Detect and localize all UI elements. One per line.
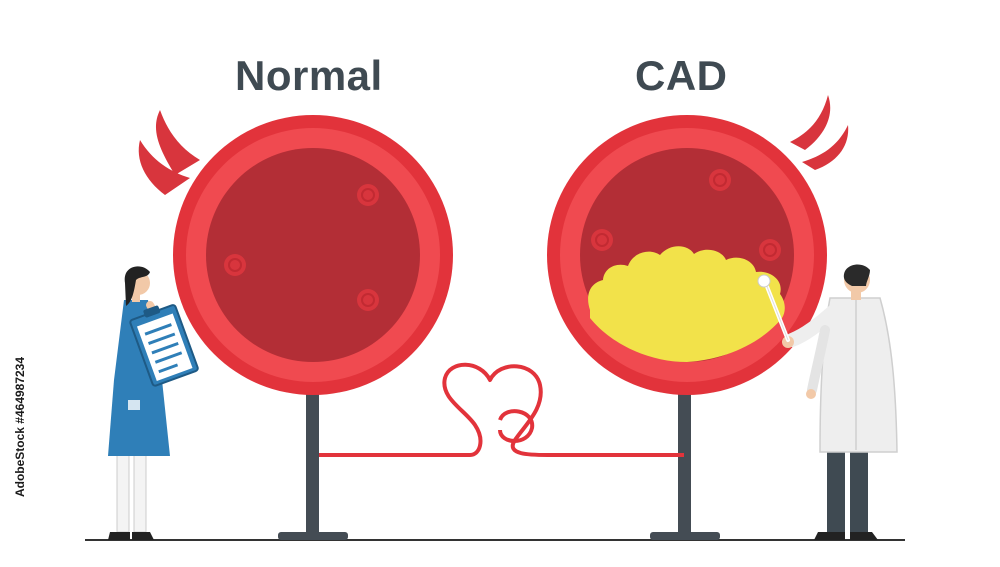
blood-cell: [709, 169, 731, 191]
pole-right: [678, 390, 691, 535]
blood-cell: [224, 254, 246, 276]
nurse-figure: [108, 266, 182, 540]
vessel-branch-left-1: [155, 110, 200, 175]
blood-cell: [357, 184, 379, 206]
stock-id-watermark: AdobeStock #464987234: [13, 356, 27, 498]
clipboard-icon: [129, 304, 199, 387]
pole-base-left: [278, 532, 348, 540]
blood-cell: [591, 229, 613, 251]
title-normal: Normal: [235, 52, 383, 99]
vessel-cad: [547, 115, 827, 395]
pointer-stick-icon: [757, 274, 790, 342]
vessel-branch-left-2: [138, 140, 190, 195]
pole-left: [306, 390, 319, 535]
vessel-normal: [173, 115, 453, 395]
blood-cell: [759, 239, 781, 261]
plaque-deposit: [588, 246, 785, 362]
doctor-figure: [782, 264, 898, 540]
pole-base-right: [650, 532, 720, 540]
vessel-branch-right-1: [790, 95, 831, 150]
blood-cell: [357, 289, 379, 311]
heart-line-loop: [498, 409, 535, 443]
title-cad: CAD: [635, 52, 728, 99]
vessel-branch-right-2: [802, 125, 849, 170]
